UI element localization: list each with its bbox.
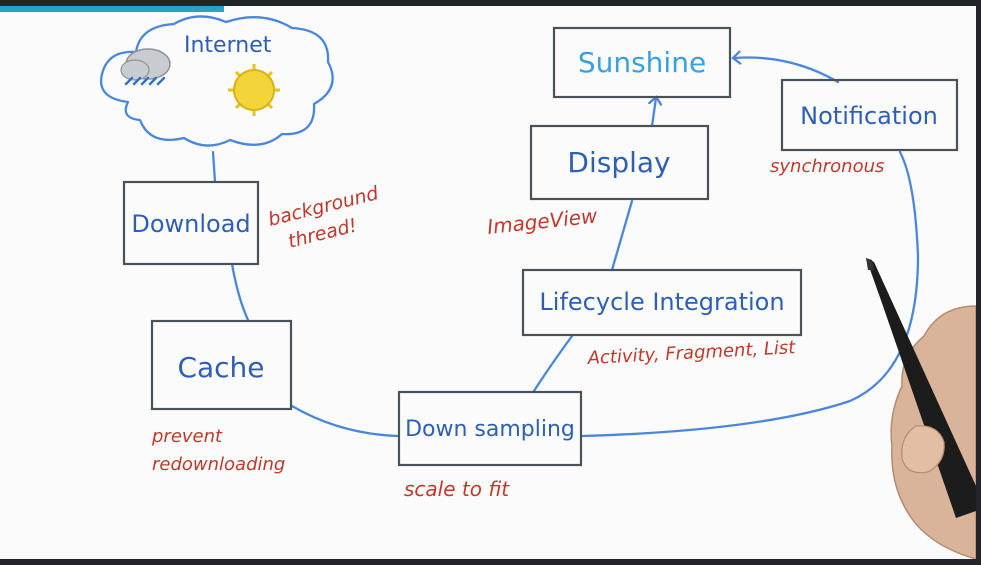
- rain-cloud-icon: [120, 48, 171, 86]
- marker-pen-icon: [866, 258, 976, 518]
- display-box: Display: [529, 124, 710, 201]
- display-to-sunshine-arrow: [652, 98, 656, 128]
- video-frame: Internet Sunshine Notification Display L…: [0, 6, 976, 559]
- sunshine-label: Sunshine: [578, 46, 706, 79]
- imageview-note: ImageView: [486, 203, 599, 238]
- prevent-note-line1: prevent: [151, 426, 223, 447]
- notification-label: Notification: [800, 102, 938, 130]
- cache-label: Cache: [177, 351, 264, 384]
- finger-shape: [901, 425, 945, 474]
- downsampling-to-notification-loop: [580, 150, 920, 438]
- lifecycle-integration-box: Lifecycle Integration: [521, 268, 803, 337]
- download-label: Download: [131, 210, 250, 238]
- lifecycle-integration-label: Lifecycle Integration: [539, 288, 784, 316]
- display-label: Display: [567, 146, 670, 179]
- whiteboard-diagram: Internet Sunshine Notification Display L…: [99, 15, 976, 559]
- prevent-note-line2: redownloading: [152, 454, 285, 475]
- background-thread-note: background thread!: [266, 182, 382, 253]
- download-to-cache-line: [230, 262, 250, 322]
- cache-to-downsampling-line: [290, 404, 400, 438]
- internet-to-download-line: [211, 150, 217, 184]
- notification-to-sunshine-arrow: [734, 58, 840, 84]
- lifecycle-to-display-line: [610, 199, 634, 272]
- prevent-redownloading-note: prevent redownloading: [151, 426, 285, 475]
- download-box: Download: [122, 180, 260, 266]
- activity-fragment-list-note: Activity, Fragment, List: [586, 337, 797, 369]
- sunshine-box: Sunshine: [552, 26, 732, 99]
- cache-box: Cache: [150, 319, 293, 411]
- internet-cloud: Internet: [99, 15, 334, 147]
- cloud-label: Internet: [184, 33, 272, 58]
- sun-icon: [228, 64, 280, 116]
- notification-box: Notification: [780, 78, 959, 152]
- marker-hand: [866, 258, 976, 559]
- scale-to-fit-note: scale to fit: [404, 477, 510, 501]
- downsampling-label: Down sampling: [405, 417, 575, 442]
- downsampling-box: Down sampling: [397, 390, 583, 467]
- video-progress-bar[interactable]: [0, 6, 224, 12]
- synchronous-note: synchronous: [770, 156, 884, 177]
- marker-tip: [866, 258, 874, 270]
- downsampling-to-lifecycle-line: [532, 334, 574, 393]
